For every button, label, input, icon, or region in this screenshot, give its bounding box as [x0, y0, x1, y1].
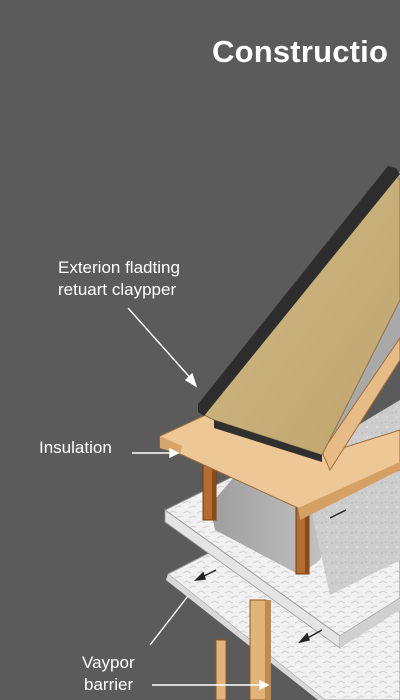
wood-studs	[215, 599, 271, 700]
label-exterior-cladding: Exterion fladting retuart claypper	[58, 257, 180, 301]
arrow-exterior-icon	[184, 372, 198, 388]
label-vapor-line1: Vaypor	[82, 653, 135, 672]
slab-arrow-left-icon	[193, 571, 207, 581]
label-vapor-line2: barrier	[84, 675, 134, 694]
slab-arrows	[193, 509, 347, 644]
label-vapor-barrier: Vaypor barrier	[82, 652, 135, 696]
leader-exterior	[127, 307, 195, 383]
leader-lines	[127, 307, 270, 691]
label-exterior-line1: Exterion fladting	[58, 258, 180, 277]
arrow-vapor-icon	[259, 679, 270, 691]
diagram-title: Constructio	[212, 34, 389, 69]
slab-arrow-upper	[329, 509, 347, 519]
label-exterior-line2: retuart claypper	[58, 280, 177, 299]
label-insulation: Insulation	[39, 438, 112, 457]
wood-posts	[202, 461, 310, 575]
leader-vapor-upper	[149, 595, 189, 646]
slab-arrow-right-icon	[297, 632, 310, 644]
arrow-insulation-icon	[169, 447, 180, 459]
roof-sheathing	[197, 166, 400, 462]
